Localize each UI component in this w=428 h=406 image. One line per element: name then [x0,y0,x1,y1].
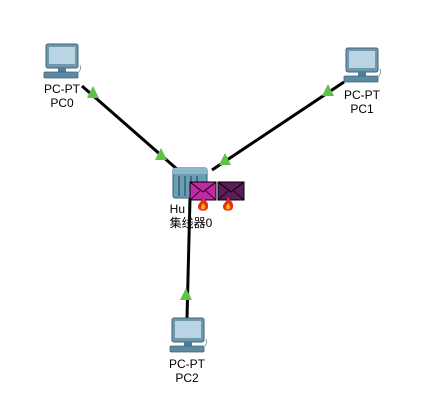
pc2-type: PC-PT [169,357,205,371]
cable-icon [77,64,82,74]
hub-type: Hu [169,202,185,216]
monitor-stand [358,72,366,76]
link-pc1-hub[interactable] [211,80,345,172]
pc0-type: PC-PT [44,82,80,96]
pc1-device[interactable] [343,47,382,83]
monitor-screen [175,321,201,338]
monitor-stand [184,342,192,346]
pc0-device[interactable] [43,43,82,79]
envelope-flap [189,181,217,193]
link-up-indicator-pc1 [322,84,334,96]
pc1-type: PC-PT [344,88,380,102]
link-up-indicator-pc0-hub [155,148,167,160]
collision-flame-icon [223,197,234,211]
collision-flame-icon [198,197,209,211]
pc2-label: PC-PT PC2 [169,357,205,385]
monitor-screen [49,47,75,64]
packet-envelope-2[interactable] [217,181,245,201]
pc0-name: PC0 [50,96,74,110]
pc2-device[interactable] [169,317,208,353]
cable-icon [377,68,382,78]
pc2-name: PC2 [175,371,199,385]
hub-name: 集线器0 [169,216,213,230]
link-indicators [87,84,334,300]
link-up-indicator-pc2 [180,288,192,300]
keyboard [343,75,379,83]
pc0-label: PC-PT PC0 [44,82,80,110]
pc1-name: PC1 [350,102,374,116]
pc1-label: PC-PT PC1 [344,88,380,116]
cable-icon [203,338,208,348]
keyboard [169,345,205,353]
hub-label: Hu 集线器0 [170,202,213,230]
hub-top [173,168,207,174]
monitor-screen [349,51,375,68]
link-up-indicator-pc0 [87,86,99,98]
link-up-indicator-pc1-hub [219,153,231,165]
monitor-stand [58,68,66,72]
keyboard [43,71,79,79]
envelope-flap [217,181,245,193]
